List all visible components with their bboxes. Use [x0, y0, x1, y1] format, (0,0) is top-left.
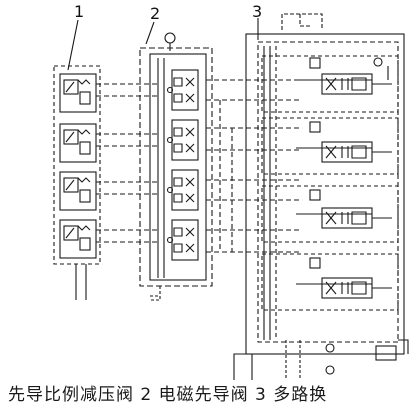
solenoid-valve-2c	[166, 169, 199, 211]
group-3-multiway-valves	[233, 13, 409, 380]
multiway-valve-3a	[261, 55, 399, 113]
solenoid-valve-2b	[166, 119, 199, 161]
valve-block-1d	[59, 219, 97, 259]
solenoid-valve-2a	[166, 69, 199, 111]
multiway-valve-3d	[261, 253, 399, 311]
valve-block-1c	[59, 171, 97, 211]
label-group-1: 1	[74, 2, 85, 21]
group-2-solenoid-valves	[139, 21, 213, 301]
valve-block-1a	[59, 73, 97, 113]
solenoid-valve-2d	[166, 219, 199, 261]
figure-caption: 先导比例减压阀 2 电磁先导阀 3 多路换	[0, 382, 414, 408]
label-group-2: 2	[150, 4, 161, 23]
group-1-proportional-valves	[53, 19, 101, 300]
multiway-valve-3b	[261, 117, 399, 175]
multiway-valve-3c	[261, 185, 399, 243]
valve-block-1b	[59, 123, 97, 163]
label-group-3: 3	[252, 2, 263, 21]
caption-text: 先导比例减压阀 2 电磁先导阀 3 多路换	[8, 385, 328, 405]
pilot-lines-2-to-3	[206, 79, 300, 253]
pilot-lines-1-to-2	[96, 83, 160, 243]
